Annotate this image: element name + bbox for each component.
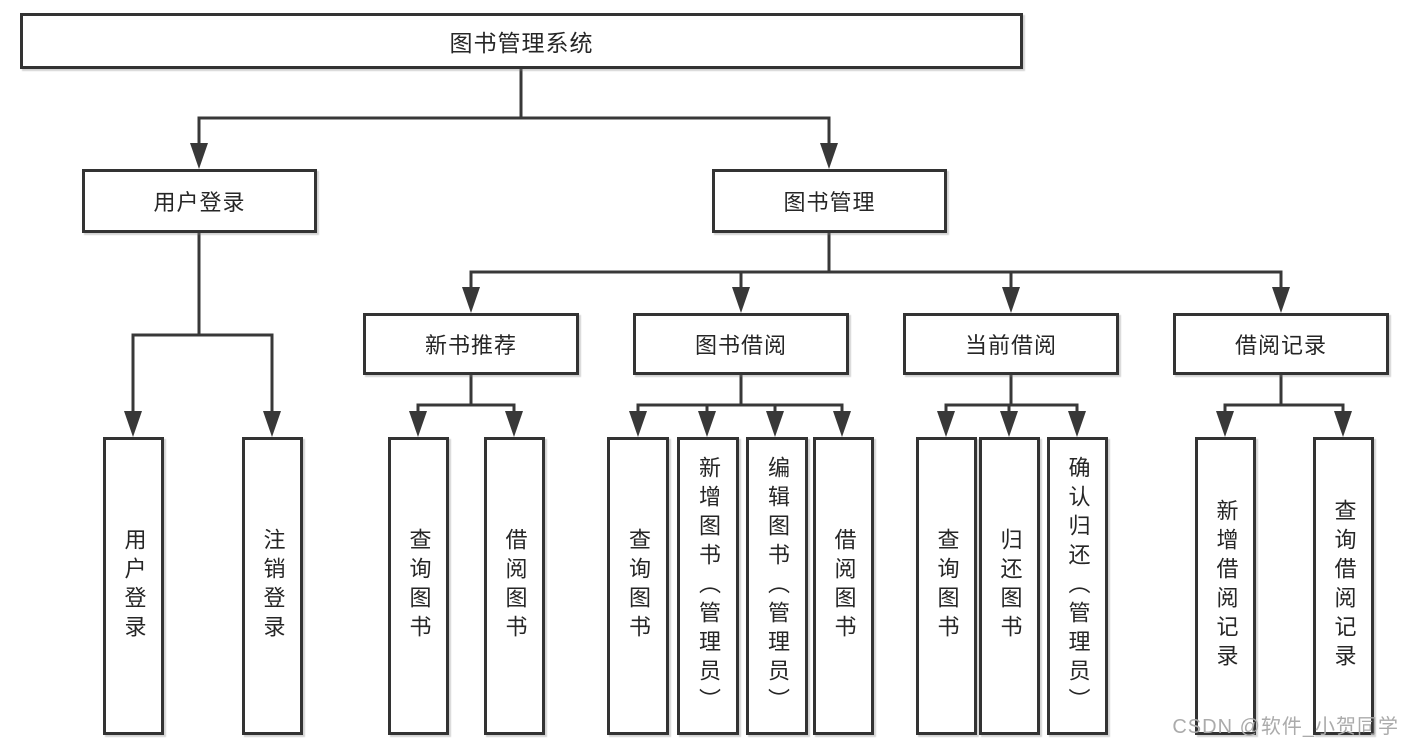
leaf-user-login: 用户登录 bbox=[103, 437, 164, 735]
leaf-add-borrow-record: 新增借阅记录 bbox=[1195, 437, 1256, 735]
connector-root-to-level2 bbox=[190, 69, 838, 169]
node-current-borrow: 当前借阅 bbox=[903, 313, 1119, 375]
connector-login-to-children bbox=[124, 233, 281, 437]
leaf-label: 新增图书（管理员） bbox=[696, 455, 721, 717]
leaf-query-books-borrow: 查询图书 bbox=[607, 437, 669, 735]
connector-manage-to-level3 bbox=[462, 232, 1290, 313]
leaf-label: 编辑图书（管理员） bbox=[765, 455, 790, 717]
leaf-label: 借阅图书 bbox=[502, 528, 528, 644]
leaf-label: 新增借阅记录 bbox=[1213, 499, 1239, 673]
leaf-query-borrow-record: 查询借阅记录 bbox=[1313, 437, 1374, 735]
node-root: 图书管理系统 bbox=[20, 13, 1023, 69]
leaf-edit-book-admin: 编辑图书（管理员） bbox=[746, 437, 808, 735]
leaf-borrow-books: 借阅图书 bbox=[813, 437, 874, 735]
node-user-login: 用户登录 bbox=[82, 169, 317, 233]
leaf-label: 查询借阅记录 bbox=[1331, 499, 1357, 673]
connector-records-to-children bbox=[1216, 375, 1352, 437]
leaf-confirm-return-admin: 确认归还（管理员） bbox=[1047, 437, 1108, 735]
leaf-label: 用户登录 bbox=[121, 528, 147, 644]
connector-borrow-to-children bbox=[629, 375, 851, 437]
leaf-return-books: 归还图书 bbox=[979, 437, 1040, 735]
leaf-label: 确认归还（管理员） bbox=[1065, 455, 1091, 717]
leaf-label: 查询图书 bbox=[626, 528, 651, 644]
node-borrow-records: 借阅记录 bbox=[1173, 313, 1389, 375]
connector-recommend-to-children bbox=[409, 375, 523, 437]
leaf-add-book-admin: 新增图书（管理员） bbox=[677, 437, 739, 735]
leaf-label: 查询图书 bbox=[406, 528, 432, 644]
leaf-label: 查询图书 bbox=[934, 528, 960, 644]
leaf-label: 借阅图书 bbox=[831, 528, 857, 644]
node-book-management: 图书管理 bbox=[712, 169, 947, 233]
leaf-label: 归还图书 bbox=[997, 528, 1023, 644]
connector-current-to-children bbox=[937, 375, 1086, 437]
leaf-query-books-recommend: 查询图书 bbox=[388, 437, 449, 735]
node-book-borrow: 图书借阅 bbox=[633, 313, 849, 375]
leaf-query-books-current: 查询图书 bbox=[916, 437, 977, 735]
leaf-borrow-books-recommend: 借阅图书 bbox=[484, 437, 545, 735]
leaf-logout: 注销登录 bbox=[242, 437, 303, 735]
watermark-text: CSDN @软件_小贺同学 bbox=[1172, 716, 1399, 738]
node-new-book-recommend: 新书推荐 bbox=[363, 313, 579, 375]
leaf-label: 注销登录 bbox=[260, 528, 286, 644]
